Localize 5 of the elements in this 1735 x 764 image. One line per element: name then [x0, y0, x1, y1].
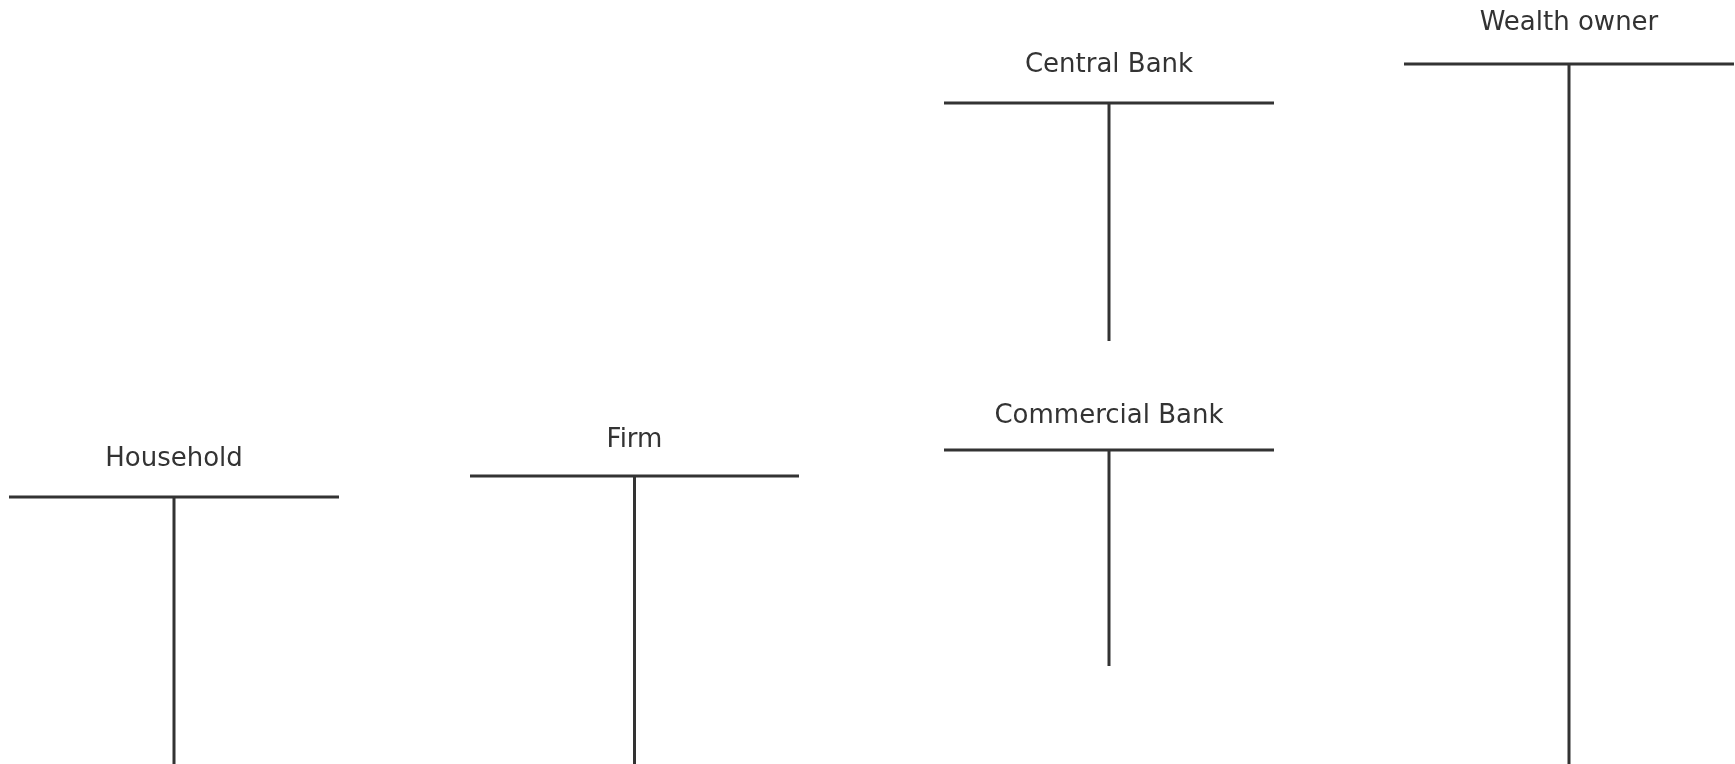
account-title: Wealth owner: [1479, 5, 1659, 38]
account-title: Commercial Bank: [994, 398, 1224, 431]
account-title: Firm: [606, 422, 663, 455]
account-title: Central Bank: [1024, 47, 1194, 80]
account-title: Household: [105, 441, 243, 474]
